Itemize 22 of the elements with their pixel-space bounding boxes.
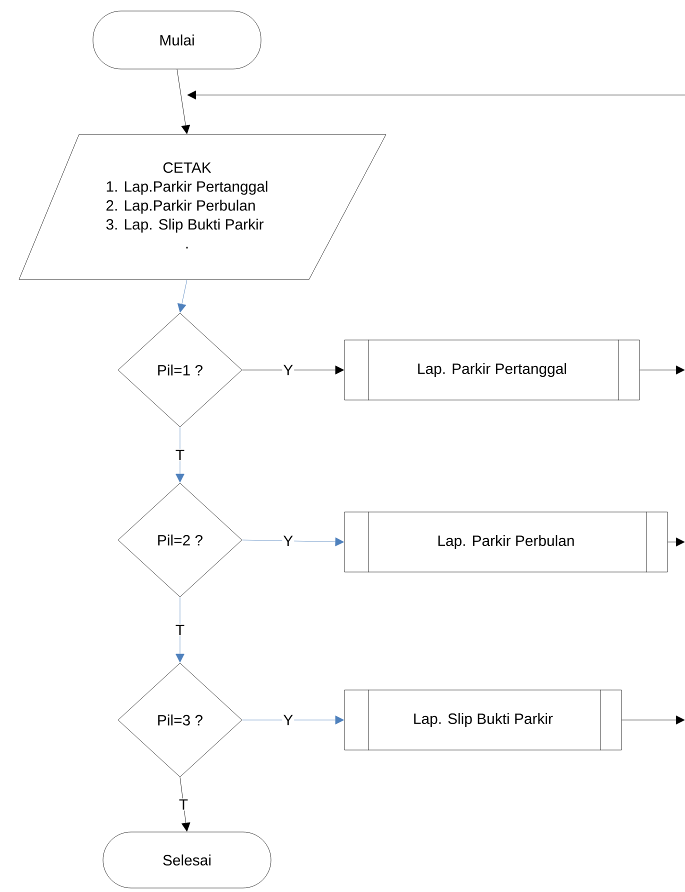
arrow: [242, 716, 344, 724]
arrow: [176, 597, 184, 663]
arrow: [180, 777, 190, 832]
arrow: [177, 280, 188, 313]
edge-label: Y: [283, 714, 293, 726]
arrow: [640, 366, 685, 374]
input-output-parallelogram: CETAK 1. Lap.Parkir Pertanggal 2. Lap.Parkir Perbulan 3. Lap. Slip Bukti Parkir .: [18, 134, 386, 280]
process-box: Lap. Parkir Perbulan: [344, 512, 668, 572]
arrow: [242, 366, 344, 374]
arrow: [176, 427, 184, 483]
arrow: [668, 538, 685, 546]
edge-label: T: [179, 799, 188, 810]
edge-label: T: [176, 624, 184, 636]
edge-label: Y: [283, 536, 293, 546]
arrow: [176, 69, 190, 134]
arrow: [242, 537, 344, 546]
edge-label: T: [176, 450, 184, 460]
process-box: Lap. Parkir Pertanggal: [344, 340, 640, 400]
arrow: [187, 90, 685, 100]
process-box: Lap. Slip Bukti Parkir: [344, 690, 622, 750]
edge-label: Y: [283, 364, 293, 376]
arrow: [622, 716, 685, 724]
